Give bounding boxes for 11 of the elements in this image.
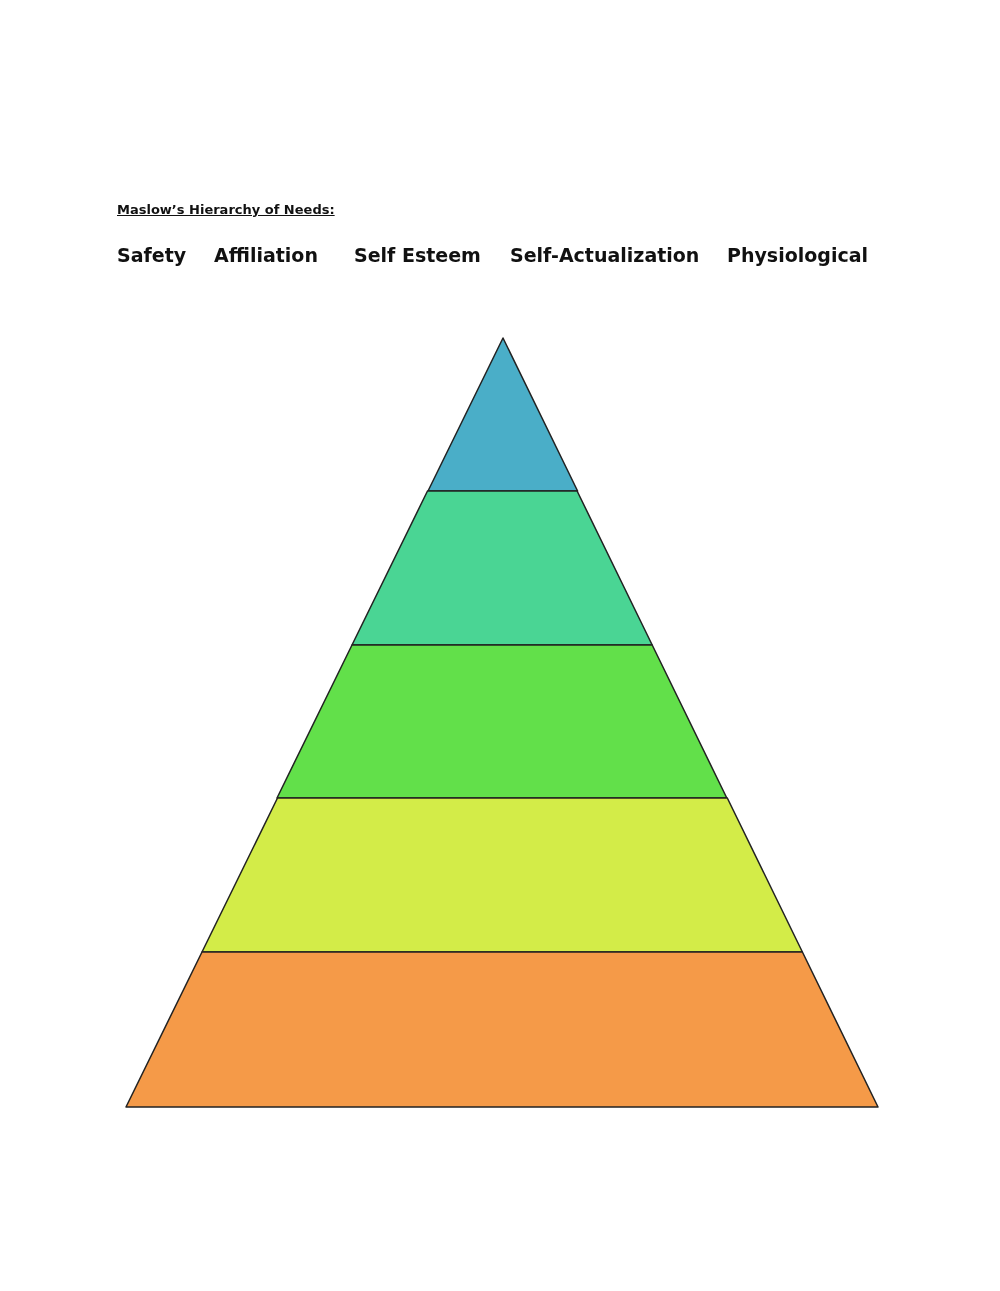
- need-label: Self Esteem: [354, 244, 481, 266]
- need-label: Safety: [117, 244, 187, 266]
- pyramid-level: [277, 645, 728, 798]
- pyramid-level: [126, 952, 878, 1107]
- need-label: Physiological: [727, 244, 868, 266]
- pyramid-level: [428, 338, 578, 491]
- title: Maslow’s Hierarchy of Needs:: [117, 202, 335, 217]
- need-label: Affiliation: [214, 244, 318, 266]
- pyramid-level: [352, 491, 653, 645]
- pyramid-level: [202, 798, 803, 952]
- need-label: Self-Actualization: [510, 244, 700, 266]
